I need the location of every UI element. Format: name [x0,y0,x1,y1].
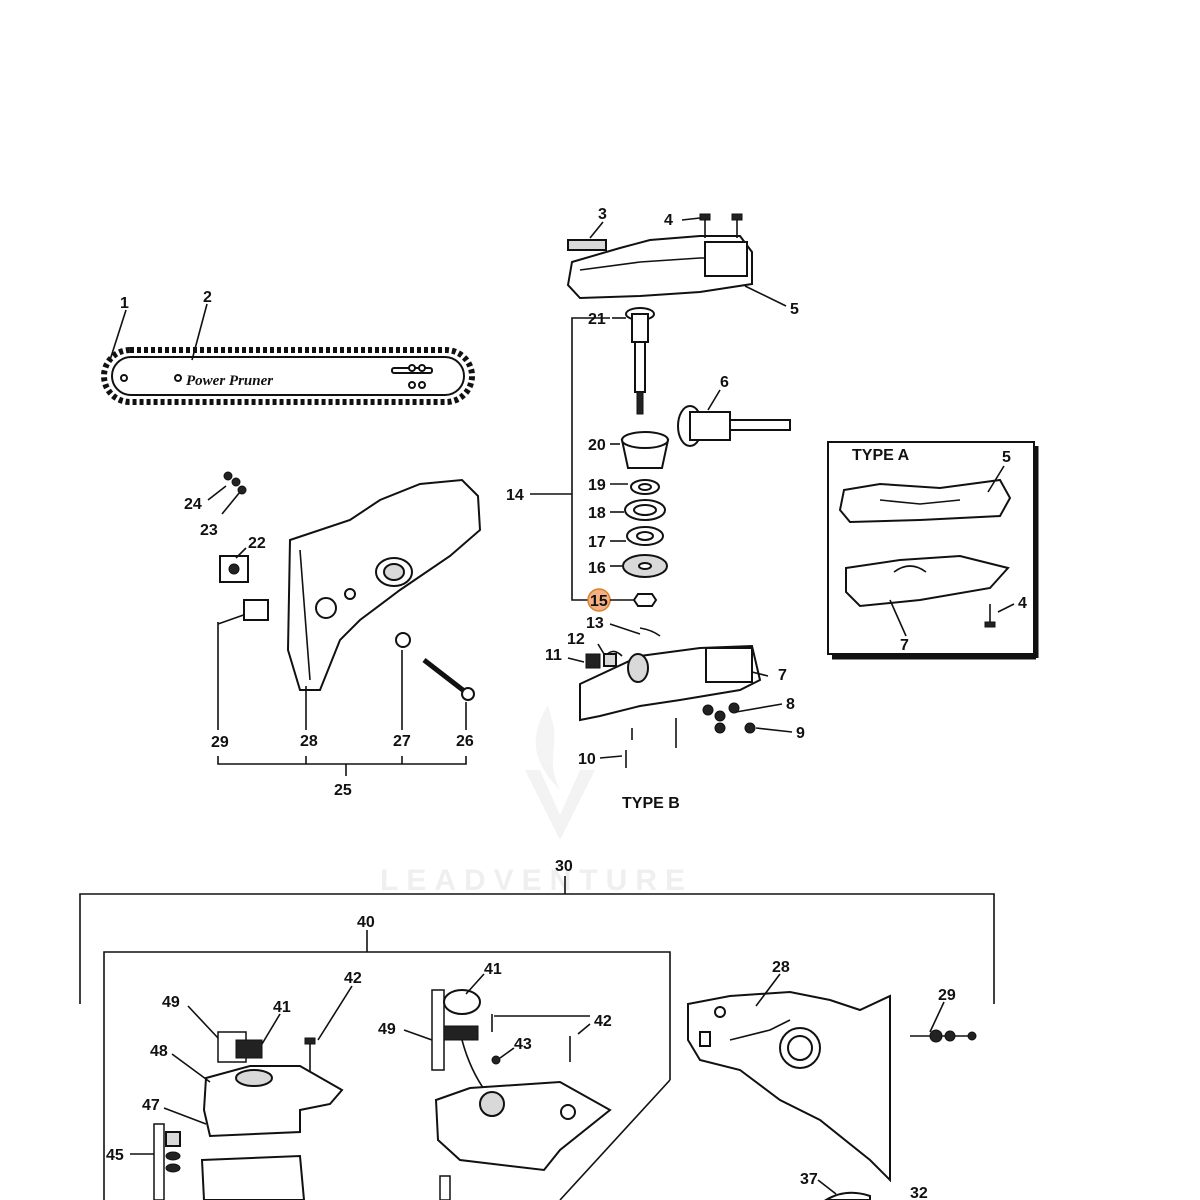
label-32: 32 [910,1185,928,1200]
type-a-label: TYPE A [852,447,910,464]
label-5-type-a: 5 [1002,449,1011,466]
label-7: 7 [778,667,787,684]
watermark-text: LEADVENTURE [380,864,693,897]
label-41: 41 [273,999,291,1016]
label-2: 2 [203,289,212,306]
label-1: 1 [120,295,129,312]
label-11: 11 [545,647,562,664]
label-19: 19 [588,477,606,494]
pinion-gear [677,405,791,447]
label-13: 13 [586,615,604,632]
label-7-type-a: 7 [900,637,909,654]
label-24: 24 [184,496,202,513]
label-28-right: 28 [772,959,790,976]
label-42-center: 42 [594,1013,612,1030]
label-21: 21 [588,311,606,328]
watermark: LEADVENTURE [380,705,693,897]
label-41-center: 41 [484,961,502,978]
type-a-inset [827,441,1039,660]
guide-bar-chain: Power Pruner [101,347,475,405]
label-3: 3 [598,206,607,223]
type-b-label: TYPE B [622,795,680,812]
bar-cover-right [687,990,977,1200]
label-27: 27 [393,733,411,750]
gear-housing-top [566,213,753,300]
label-4-type-a: 4 [1018,595,1027,612]
label-14: 14 [506,487,524,504]
label-16: 16 [588,560,606,577]
label-37: 37 [800,1171,818,1188]
label-12: 12 [567,631,585,648]
bar-brand-text: Power Pruner [186,373,273,389]
label-22: 22 [248,535,266,552]
bar-cover-assembly [217,471,482,701]
label-49-center: 49 [378,1021,396,1038]
label-40: 40 [357,914,375,931]
label-25: 25 [334,782,352,799]
label-48: 48 [150,1043,168,1060]
label-29: 29 [211,734,229,751]
gear-stack [620,431,670,607]
label-26: 26 [456,733,474,750]
label-20: 20 [588,437,606,454]
label-28: 28 [300,733,318,750]
label-8: 8 [786,696,795,713]
gear-housing-bottom [579,627,762,768]
label-10: 10 [578,751,596,768]
label-4: 4 [664,212,673,229]
label-49: 49 [162,994,180,1011]
label-43: 43 [514,1036,532,1053]
label-9: 9 [796,725,805,742]
label-23: 23 [200,522,218,539]
label-29-right: 29 [938,987,956,1004]
label-42: 42 [344,970,362,987]
label-15: 15 [590,593,608,610]
label-17: 17 [588,534,606,551]
spindle-shaft [625,307,655,415]
fuel-tank-center [431,989,612,1200]
label-45: 45 [106,1147,124,1164]
label-5: 5 [790,301,799,318]
label-18: 18 [588,505,606,522]
label-47: 47 [142,1097,160,1114]
label-30: 30 [555,858,573,875]
fuel-tank-left [153,1031,344,1200]
label-6: 6 [720,374,729,391]
